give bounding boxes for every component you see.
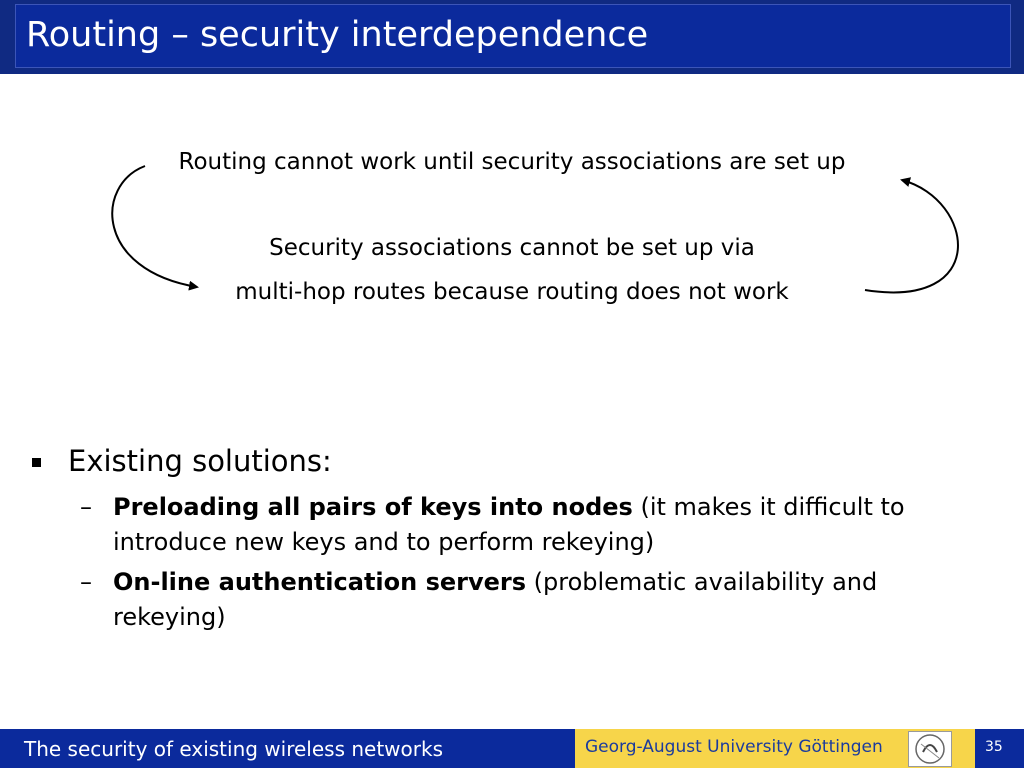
page-number: 35: [985, 739, 1003, 755]
sub-bullet-text: On-line authentication servers (problema…: [113, 565, 973, 635]
footer-university: Georg-August University Göttingen: [585, 737, 883, 757]
sub-bullet-rest: (problematic availability and rekeying): [113, 568, 878, 631]
dash-icon: –: [80, 493, 92, 521]
university-seal-icon: [908, 731, 952, 767]
statement-security-line1: Security associations cannot be set up v…: [269, 235, 755, 261]
slide-title: Routing – security interdependence: [26, 15, 649, 55]
bullet-text: Existing solutions:: [68, 444, 332, 478]
statement-security-line2: multi-hop routes because routing does no…: [235, 279, 789, 305]
title-band: Routing – security interdependence: [0, 0, 1024, 74]
sub-bullet-text: Preloading all pairs of keys into nodes …: [113, 490, 973, 560]
dash-icon: –: [80, 568, 92, 596]
square-bullet-icon: [32, 458, 41, 467]
title-box: Routing – security interdependence: [15, 4, 1011, 68]
interdependence-diagram: Routing cannot work until security assoc…: [0, 130, 1024, 330]
sub-bullet-bold: Preloading all pairs of keys into nodes: [113, 493, 633, 521]
cycle-arrows: [111, 165, 959, 294]
left-curved-arrow: [111, 165, 199, 291]
sub-bullet-bold: On-line authentication servers: [113, 568, 527, 596]
footer: The security of existing wireless networ…: [0, 729, 1024, 768]
right-curved-arrow: [864, 177, 959, 294]
statement-routing: Routing cannot work until security assoc…: [178, 149, 846, 175]
sub-bullet-rest: (it makes it difficult to introduce new …: [113, 493, 905, 556]
footer-course-title: The security of existing wireless networ…: [24, 737, 443, 761]
footer-university-band: Georg-August University Göttingen: [575, 729, 975, 768]
